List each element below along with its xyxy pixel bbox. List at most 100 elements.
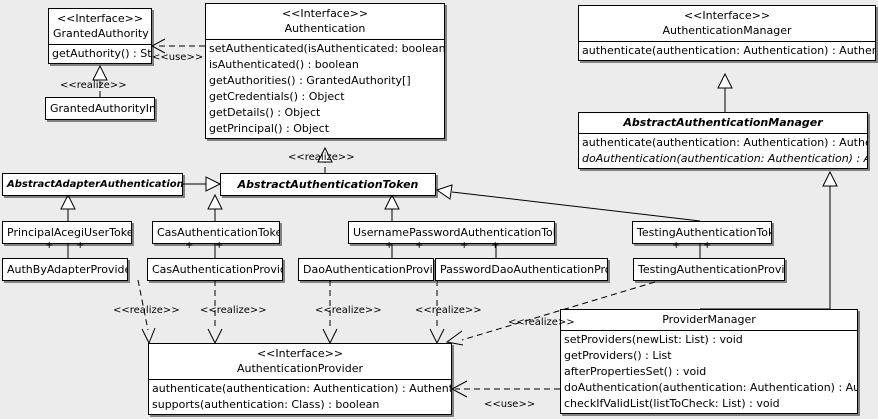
operations-compartment: setProviders(newList: List) : void getPr… <box>561 330 857 413</box>
class-header: ProviderManager <box>561 310 857 330</box>
class-name: AbstractAuthenticationToken <box>237 178 419 191</box>
class-name: GrantedAuthorityImpl <box>50 102 154 115</box>
association-marker: + <box>185 240 194 251</box>
class-header: CasAuthenticationProvider <box>148 259 282 280</box>
association-marker: + <box>76 240 85 251</box>
relationship-label-realize-daoauthenticationprovider: <<realize>> <box>315 305 382 316</box>
class-header: <<Interface>> AuthenticationManager <box>579 6 875 41</box>
class-name: AuthenticationProvider <box>236 362 364 375</box>
class-name: GrantedAuthority <box>53 27 149 40</box>
operation: setProviders(newList: List) : void <box>564 333 743 346</box>
class-name: AuthByAdapterProvider <box>7 263 128 276</box>
class-header: PasswordDaoAuthenticationProvider <box>436 259 607 280</box>
operation: getPrincipal() : Object <box>209 122 330 135</box>
operation: isAuthenticated() : boolean <box>209 58 359 71</box>
class-name: AbstractAdapterAuthenticationToken <box>7 179 183 190</box>
class-name: ProviderManager <box>662 313 756 326</box>
operation: supports(authentication: Class) : boolea… <box>152 398 380 411</box>
operations-compartment: authenticate(authentication: Authenticat… <box>579 133 867 168</box>
class-name: DaoAuthenticationProvider <box>303 263 433 276</box>
operations-compartment: getAuthority() : String <box>49 44 151 63</box>
class-cas-authentication-token[interactable]: CasAuthenticationToken <box>152 221 280 244</box>
class-header: AbstractAdapterAuthenticationToken <box>3 174 182 195</box>
association-marker: + <box>703 240 712 251</box>
class-authentication[interactable]: <<Interface>> Authentication setAuthenti… <box>205 3 445 139</box>
operation: doAuthentication(authentication: Authent… <box>564 381 857 394</box>
class-header: AbstractAuthenticationManager <box>579 113 867 133</box>
association-marker: + <box>491 240 500 251</box>
operation: authenticate(authentication: Authenticat… <box>152 382 451 395</box>
class-header: <<Interface>> AuthenticationProvider <box>149 344 451 379</box>
relationship-label-use-providermanager-authenticationprovider: <<use>> <box>484 399 536 410</box>
operation: checkIfValidList(listToCheck: List) : vo… <box>564 397 780 410</box>
class-name: PrincipalAcegiUserToken <box>7 226 132 239</box>
stereotype-label: <<Interface>> <box>281 7 369 20</box>
class-name: CasAuthenticationProvider <box>152 263 282 276</box>
association-marker: + <box>215 240 224 251</box>
class-abstract-authentication-manager[interactable]: AbstractAuthenticationManager authentica… <box>578 112 868 169</box>
association-marker: + <box>385 240 394 251</box>
class-granted-authority-impl[interactable]: GrantedAuthorityImpl <box>45 97 155 120</box>
relationship-label-realize-authbyadapterprovider: <<realize>> <box>113 305 180 316</box>
operation: getAuthority() : String <box>52 47 151 60</box>
class-cas-authentication-provider[interactable]: CasAuthenticationProvider <box>147 258 283 281</box>
operation: getCredentials() : Object <box>209 90 345 103</box>
class-header: UsernamePasswordAuthenticationToken <box>349 222 554 243</box>
class-name: CasAuthenticationToken <box>157 226 280 239</box>
class-authentication-provider[interactable]: <<Interface>> AuthenticationProvider aut… <box>148 343 452 415</box>
class-dao-authentication-provider[interactable]: DaoAuthenticationProvider <box>298 258 434 281</box>
relationship-label-realize-testingauthenticationprovider: <<realize>> <box>508 317 575 328</box>
class-auth-by-adapter-provider[interactable]: AuthByAdapterProvider <box>2 258 128 281</box>
class-header: <<Interface>> GrantedAuthority <box>49 9 151 44</box>
operation: doAuthentication(authentication: Authent… <box>582 152 867 165</box>
operation: authenticate(authentication: Authenticat… <box>582 136 867 149</box>
class-header: <<Interface>> Authentication <box>206 4 444 39</box>
operations-compartment: authenticate(authentication: Authenticat… <box>579 41 875 60</box>
class-header: PrincipalAcegiUserToken <box>3 222 131 243</box>
class-name: PasswordDaoAuthenticationProvider <box>440 263 607 276</box>
association-marker: + <box>415 240 424 251</box>
association-marker: + <box>45 240 54 251</box>
operations-compartment: authenticate(authentication: Authenticat… <box>149 379 451 414</box>
operation: setAuthenticated(isAuthenticated: boolea… <box>209 42 444 55</box>
operation: getProviders() : List <box>564 349 672 362</box>
class-name: TestingAuthenticationToken <box>637 226 771 239</box>
relationship-label-realize-abstractauthenticationtoken: <<realize>> <box>288 152 355 163</box>
relationship-label-realize-grantedauthorityimpl: <<realize>> <box>60 80 127 91</box>
stereotype-label: <<Interface>> <box>256 347 344 360</box>
class-abstract-adapter-authentication-token[interactable]: AbstractAdapterAuthenticationToken <box>2 173 183 196</box>
class-password-dao-authentication-provider[interactable]: PasswordDaoAuthenticationProvider <box>435 258 608 281</box>
class-header: DaoAuthenticationProvider <box>299 259 433 280</box>
class-name: UsernamePasswordAuthenticationToken <box>353 226 555 239</box>
class-name: Authentication <box>284 22 366 35</box>
class-authentication-manager[interactable]: <<Interface>> AuthenticationManager auth… <box>578 5 876 61</box>
relationship-label-realize-passworddaoauthenticationprovider: <<realize>> <box>415 305 482 316</box>
operation: getDetails() : Object <box>209 106 321 119</box>
class-header: TestingAuthenticationProvider <box>634 259 784 280</box>
association-marker: + <box>460 240 469 251</box>
stereotype-label: <<Interface>> <box>683 9 771 22</box>
operation: getAuthorities() : GrantedAuthority[] <box>209 74 411 87</box>
association-marker: + <box>672 240 681 251</box>
class-granted-authority[interactable]: <<Interface>> GrantedAuthority getAuthor… <box>48 8 152 64</box>
operation: afterPropertiesSet() : void <box>564 365 707 378</box>
class-testing-authentication-provider[interactable]: TestingAuthenticationProvider <box>633 258 785 281</box>
class-principal-acegi-user-token[interactable]: PrincipalAcegiUserToken <box>2 221 132 244</box>
class-header: GrantedAuthorityImpl <box>46 98 154 119</box>
class-name: AuthenticationManager <box>662 24 792 37</box>
class-header: AbstractAuthenticationToken <box>221 174 435 195</box>
class-name: AbstractAuthenticationManager <box>623 116 823 129</box>
class-abstract-authentication-token[interactable]: AbstractAuthenticationToken <box>220 173 436 196</box>
class-header: TestingAuthenticationToken <box>633 222 771 243</box>
class-name: TestingAuthenticationProvider <box>638 263 785 276</box>
operations-compartment: setAuthenticated(isAuthenticated: boolea… <box>206 39 444 138</box>
class-header: CasAuthenticationToken <box>153 222 279 243</box>
class-header: AuthByAdapterProvider <box>3 259 127 280</box>
class-testing-authentication-token[interactable]: TestingAuthenticationToken <box>632 221 772 244</box>
class-username-password-authentication-token[interactable]: UsernamePasswordAuthenticationToken <box>348 221 555 244</box>
operation: authenticate(authentication: Authenticat… <box>582 44 875 57</box>
class-provider-manager[interactable]: ProviderManager setProviders(newList: Li… <box>560 309 858 414</box>
relationship-label-realize-casauthenticationprovider: <<realize>> <box>200 305 267 316</box>
stereotype-label: <<Interface>> <box>56 12 144 25</box>
